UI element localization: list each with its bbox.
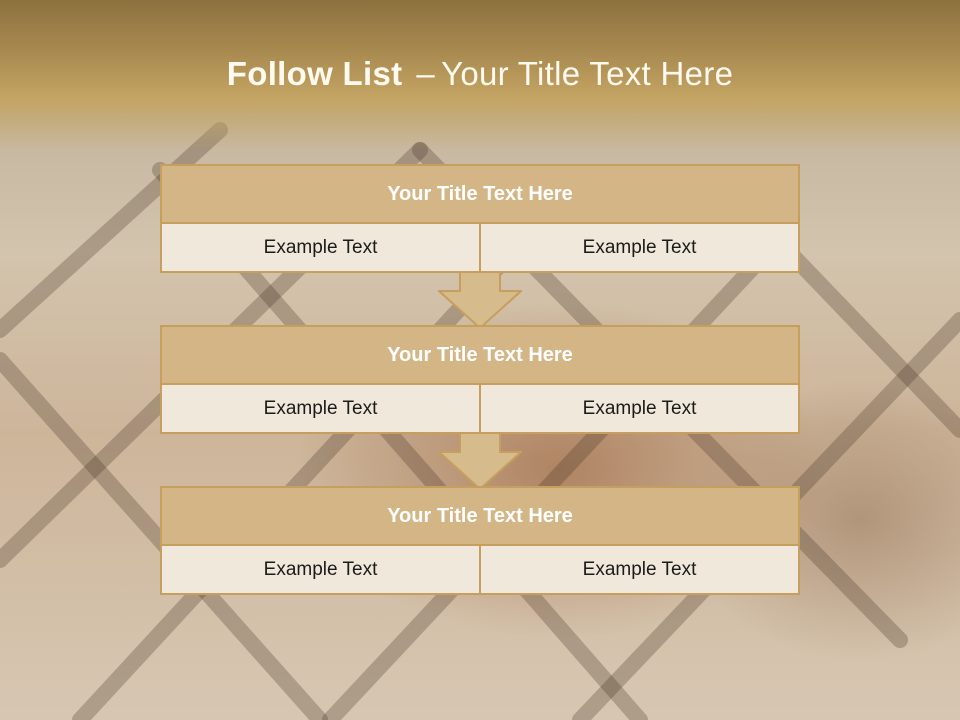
step-box-3: Your Title Text Here Example Text Exampl… bbox=[160, 486, 800, 595]
step-1-left-text: Example Text bbox=[162, 224, 479, 271]
down-arrow-icon-1 bbox=[438, 271, 522, 329]
title-rest: Your Title Text Here bbox=[441, 55, 734, 92]
step-row-2: Example Text Example Text bbox=[162, 385, 798, 432]
step-3-right-text: Example Text bbox=[479, 546, 798, 593]
step-2-left-text: Example Text bbox=[162, 385, 479, 432]
header-band bbox=[0, 0, 960, 150]
step-box-2: Your Title Text Here Example Text Exampl… bbox=[160, 325, 800, 434]
step-2-right-text: Example Text bbox=[479, 385, 798, 432]
step-title-1: Your Title Text Here bbox=[162, 166, 798, 224]
slide-title: Follow List–Your Title Text Here bbox=[0, 55, 960, 93]
down-arrow-icon-2 bbox=[438, 432, 522, 490]
step-1-right-text: Example Text bbox=[479, 224, 798, 271]
step-3-left-text: Example Text bbox=[162, 546, 479, 593]
title-bold: Follow List bbox=[226, 55, 403, 92]
step-title-3: Your Title Text Here bbox=[162, 488, 798, 546]
step-box-1: Your Title Text Here Example Text Exampl… bbox=[160, 164, 800, 273]
step-title-2: Your Title Text Here bbox=[162, 327, 798, 385]
step-row-3: Example Text Example Text bbox=[162, 546, 798, 593]
step-row-1: Example Text Example Text bbox=[162, 224, 798, 271]
title-separator: – bbox=[416, 55, 436, 92]
